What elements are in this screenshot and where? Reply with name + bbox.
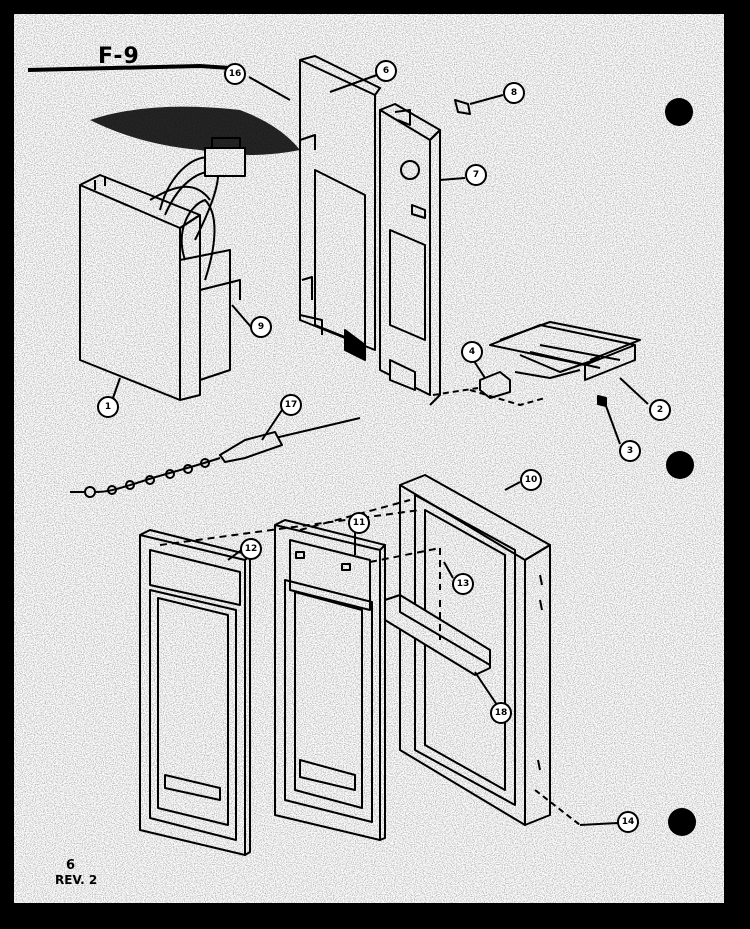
callout-14: 14 xyxy=(617,811,639,833)
callout-7: 7 xyxy=(465,164,487,186)
callout-1: 1 xyxy=(97,396,119,418)
scan-edge-left xyxy=(0,0,14,929)
scan-noise xyxy=(14,14,724,903)
callout-11: 11 xyxy=(348,512,370,534)
callout-9: 9 xyxy=(250,316,272,338)
callout-17: 17 xyxy=(280,394,302,416)
callout-10: 10 xyxy=(520,469,542,491)
callout-8: 8 xyxy=(503,82,525,104)
callout-6: 6 xyxy=(375,60,397,82)
callout-13: 13 xyxy=(452,573,474,595)
scan-edge-right xyxy=(724,0,750,929)
callout-18: 18 xyxy=(490,702,512,724)
callout-2: 2 xyxy=(649,399,671,421)
diagram-title: F-9 xyxy=(98,44,140,69)
revision-label: REV. 2 xyxy=(55,873,98,887)
scan-edge-bottom xyxy=(0,903,750,929)
callout-4: 4 xyxy=(461,341,483,363)
scan-edge-top xyxy=(0,0,750,14)
page-number: 6 xyxy=(66,858,76,873)
callout-16: 16 xyxy=(224,63,246,85)
callout-12: 12 xyxy=(240,538,262,560)
callout-3: 3 xyxy=(619,440,641,462)
